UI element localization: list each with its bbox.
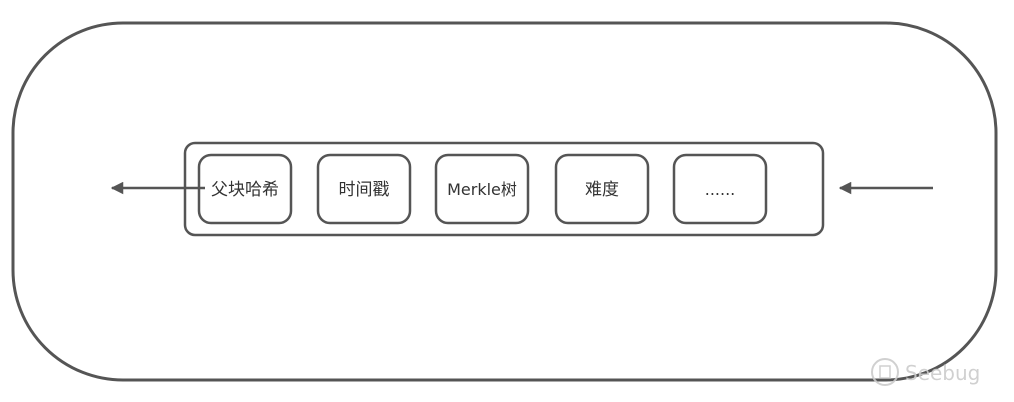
watermark-brand: Seebug — [905, 361, 980, 385]
field-parent-hash: 父块哈希 — [197, 153, 293, 225]
field-label: 时间戳 — [339, 180, 390, 200]
watermark-logo-icon — [871, 358, 899, 386]
field-label: 难度 — [585, 180, 619, 200]
field-label: 父块哈希 — [211, 180, 279, 200]
field-box — [434, 153, 530, 225]
field-label: Merkle树 — [447, 180, 517, 199]
field-timestamp: 时间戳 — [316, 153, 412, 225]
watermark-bug-glyph-icon — [879, 365, 891, 379]
field-box — [554, 153, 650, 225]
field-box — [672, 153, 768, 225]
field-label: ...... — [705, 180, 736, 199]
field-merkle-tree: Merkle树 — [434, 153, 530, 225]
field-more: ...... — [672, 153, 768, 225]
block-outer-container — [11, 21, 998, 382]
watermark: Seebug — [871, 358, 980, 386]
field-difficulty: 难度 — [554, 153, 650, 225]
field-box — [316, 153, 412, 225]
